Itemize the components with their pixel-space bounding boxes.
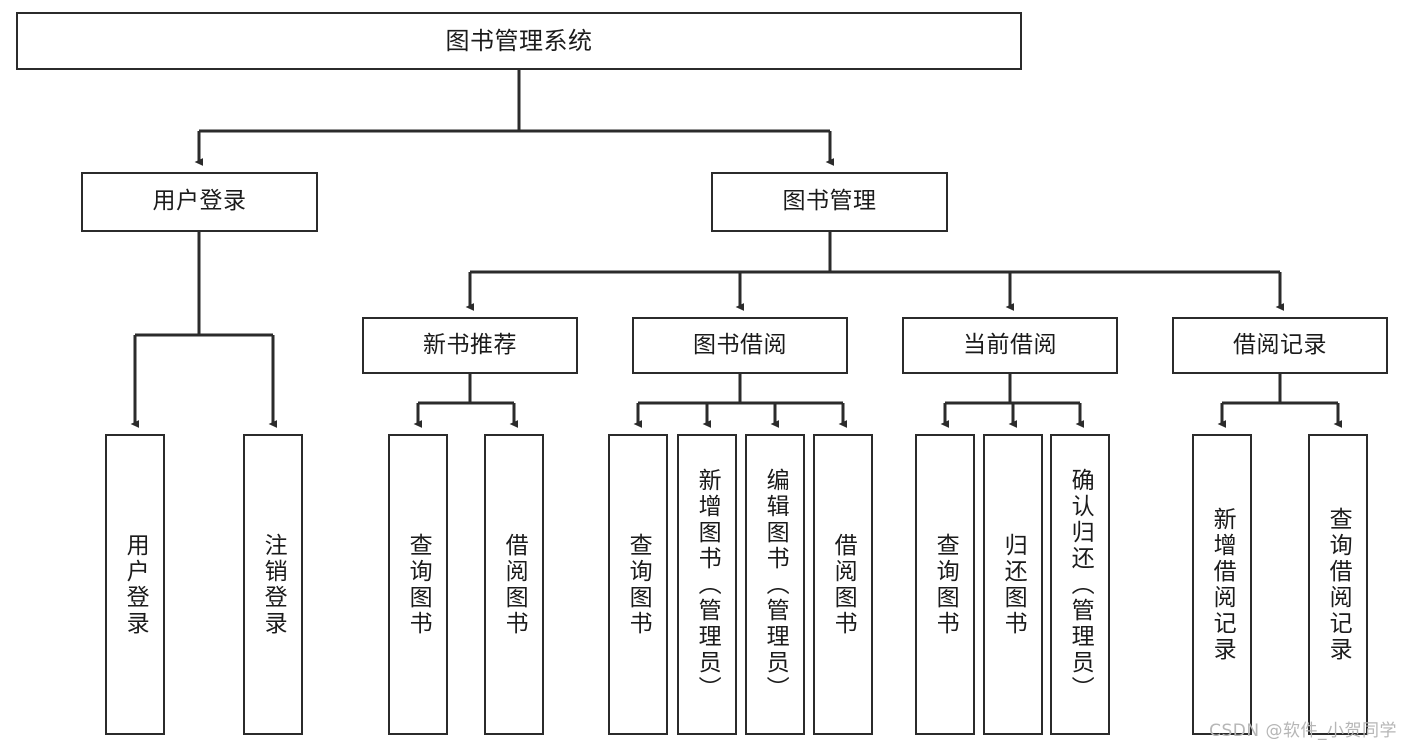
node-label: 新增图书（管理员） xyxy=(694,467,721,702)
node-leaf-query-book-recommend[interactable]: 查询图书 xyxy=(388,434,448,735)
node-leaf-add-book-admin[interactable]: 新增图书（管理员） xyxy=(677,434,737,735)
node-label: 图书管理 xyxy=(782,188,877,215)
node-leaf-borrow-book-recommend[interactable]: 借阅图书 xyxy=(484,434,544,735)
node-label: 查询图书 xyxy=(625,532,652,637)
node-label: 图书管理系统 xyxy=(445,26,593,55)
node-label: 图书借阅 xyxy=(693,331,787,358)
node-leaf-edit-book-admin[interactable]: 编辑图书（管理员） xyxy=(745,434,805,735)
node-label: 新书推荐 xyxy=(423,331,517,358)
node-new-book-recommend[interactable]: 新书推荐 xyxy=(362,317,578,374)
node-label: 当前借阅 xyxy=(963,331,1057,358)
node-label: 借阅记录 xyxy=(1233,331,1327,358)
node-label: 查询图书 xyxy=(932,532,959,637)
node-label: 确认归还（管理员） xyxy=(1067,467,1094,702)
node-label: 借阅图书 xyxy=(830,532,857,637)
csdn-watermark: CSDN @软件_小贺同学 xyxy=(1209,721,1397,741)
node-label: 用户登录 xyxy=(122,532,149,637)
node-book-manage[interactable]: 图书管理 xyxy=(711,172,948,232)
node-user-login[interactable]: 用户登录 xyxy=(81,172,318,232)
node-leaf-query-book-current[interactable]: 查询图书 xyxy=(915,434,975,735)
node-label: 编辑图书（管理员） xyxy=(762,467,789,702)
node-label: 归还图书 xyxy=(1000,532,1027,637)
node-label: 新增借阅记录 xyxy=(1209,506,1236,663)
node-leaf-query-book-borrow[interactable]: 查询图书 xyxy=(608,434,668,735)
node-leaf-confirm-return-admin[interactable]: 确认归还（管理员） xyxy=(1050,434,1110,735)
node-current-borrow[interactable]: 当前借阅 xyxy=(902,317,1118,374)
node-leaf-user-login[interactable]: 用户登录 xyxy=(105,434,165,735)
node-label: 用户登录 xyxy=(152,188,247,215)
node-book-borrow[interactable]: 图书借阅 xyxy=(632,317,848,374)
node-leaf-add-borrow-record[interactable]: 新增借阅记录 xyxy=(1192,434,1252,735)
node-label: 查询借阅记录 xyxy=(1325,506,1352,663)
node-leaf-query-borrow-record[interactable]: 查询借阅记录 xyxy=(1308,434,1368,735)
node-leaf-return-book[interactable]: 归还图书 xyxy=(983,434,1043,735)
node-borrow-record[interactable]: 借阅记录 xyxy=(1172,317,1388,374)
node-label: 注销登录 xyxy=(260,532,287,637)
node-leaf-borrow-book-borrow[interactable]: 借阅图书 xyxy=(813,434,873,735)
node-label: 借阅图书 xyxy=(501,532,528,637)
node-book-management-system[interactable]: 图书管理系统 xyxy=(16,12,1022,70)
node-label: 查询图书 xyxy=(405,532,432,637)
node-leaf-logout-login[interactable]: 注销登录 xyxy=(243,434,303,735)
